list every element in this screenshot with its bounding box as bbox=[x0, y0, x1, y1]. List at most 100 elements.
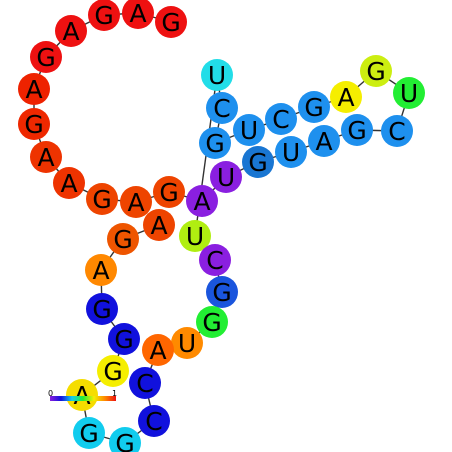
nucleotide-circle bbox=[73, 417, 105, 449]
nucleotide-letter: U bbox=[240, 116, 258, 145]
nucleotide: C bbox=[129, 367, 161, 399]
nucleotide: U bbox=[201, 59, 233, 91]
nucleotide: G bbox=[18, 108, 50, 140]
nucleotide-circle bbox=[393, 77, 425, 109]
nucleotide-circle bbox=[66, 379, 98, 411]
nucleotide-letter: A bbox=[337, 83, 354, 112]
nucleotide-letter: G bbox=[103, 357, 122, 386]
nucleotide-circle bbox=[30, 141, 62, 173]
nucleotide-circle bbox=[242, 146, 274, 178]
nucleotide: G bbox=[86, 293, 118, 325]
nucleotide-circle bbox=[18, 73, 50, 105]
nucleotide-circle bbox=[88, 0, 120, 31]
nucleotide-circle bbox=[233, 114, 265, 146]
nucleotide: U bbox=[210, 161, 242, 193]
nucleotide-letter: C bbox=[136, 369, 153, 398]
nucleotide-circle bbox=[85, 254, 117, 286]
nucleotide-letter: G bbox=[36, 43, 55, 72]
scale-max-label: 1 bbox=[112, 389, 117, 398]
nucleotide-letter: A bbox=[62, 17, 79, 46]
nucleotide-circle bbox=[201, 59, 233, 91]
nucleotide: A bbox=[30, 141, 62, 173]
nucleotide: C bbox=[199, 244, 231, 276]
nucleotide: A bbox=[142, 334, 174, 366]
nucleotide-circle bbox=[153, 176, 185, 208]
scale-min-label: 0 bbox=[48, 389, 53, 398]
nucleotide-letter: U bbox=[400, 79, 418, 108]
nucleotide: G bbox=[153, 176, 185, 208]
nucleotide: A bbox=[18, 73, 50, 105]
nucleotide: U bbox=[393, 77, 425, 109]
nucleotide-circle bbox=[86, 293, 118, 325]
nucleotide-letter: A bbox=[150, 211, 167, 240]
nucleotide-circle bbox=[120, 186, 152, 218]
nucleotide-letter: A bbox=[92, 256, 109, 285]
nucleotide: A bbox=[122, 0, 154, 29]
color-scale-bar bbox=[50, 396, 116, 401]
nucleotide-circle bbox=[122, 0, 154, 29]
nucleotide: G bbox=[196, 306, 228, 338]
nucleotide: G bbox=[199, 127, 231, 159]
nucleotide-letter: A bbox=[60, 169, 77, 198]
nucleotide: G bbox=[360, 55, 392, 87]
nucleotide: A bbox=[55, 15, 87, 47]
nucleotide: G bbox=[298, 91, 330, 123]
nucleotide-letter: G bbox=[202, 308, 221, 337]
nucleotide-letter: U bbox=[282, 138, 300, 167]
nucleotide-circle bbox=[86, 183, 118, 215]
nucleotide-letter: A bbox=[37, 143, 54, 172]
nucleotide-circle bbox=[381, 115, 413, 147]
nucleotide-letter: G bbox=[115, 429, 134, 452]
nucleotide-circle bbox=[206, 276, 238, 308]
nucleotide-letter: U bbox=[178, 329, 196, 358]
nucleotide: G bbox=[86, 183, 118, 215]
nucleotide-letter: U bbox=[208, 61, 226, 90]
nucleotide-circle bbox=[55, 15, 87, 47]
nucleotide-letter: A bbox=[315, 127, 332, 156]
nucleotide-circle bbox=[129, 367, 161, 399]
nucleotide: G bbox=[107, 223, 139, 255]
nucleotide-circle bbox=[53, 167, 85, 199]
nucleotide: U bbox=[275, 136, 307, 168]
nucleotide-circle bbox=[196, 306, 228, 338]
nucleotide: G bbox=[30, 41, 62, 73]
nucleotide-letter: C bbox=[145, 407, 162, 436]
nucleotide: G bbox=[73, 417, 105, 449]
nucleotide-letter: U bbox=[217, 163, 235, 192]
nucleotide-letter: A bbox=[73, 381, 90, 410]
nucleotide: G bbox=[109, 427, 141, 452]
nucleotide-circle bbox=[138, 405, 170, 437]
nucleotide-letter: G bbox=[304, 93, 323, 122]
nucleotide-circle bbox=[18, 108, 50, 140]
nucleotide: G bbox=[97, 355, 129, 387]
nucleotide-letter: A bbox=[129, 0, 146, 28]
nucleotide-letter: G bbox=[79, 419, 98, 448]
nucleotide-letter: G bbox=[92, 295, 111, 324]
nucleotide-circle bbox=[30, 41, 62, 73]
nucleotide-circle bbox=[265, 103, 297, 135]
nucleotide-circle bbox=[206, 92, 238, 124]
nucleotide-letter: A bbox=[25, 75, 42, 104]
color-scale-legend: 0 1 bbox=[48, 389, 117, 401]
nucleotide: A bbox=[53, 167, 85, 199]
nucleotide-letter: G bbox=[248, 148, 267, 177]
nucleotide-circle bbox=[186, 185, 218, 217]
nucleotide: G bbox=[155, 6, 187, 38]
nucleotide: C bbox=[265, 103, 297, 135]
nucleotide-letter: G bbox=[205, 129, 224, 158]
nucleotide-letter: G bbox=[347, 116, 366, 145]
nucleotide-letter: G bbox=[159, 178, 178, 207]
nucleotide-letter: C bbox=[213, 94, 230, 123]
nucleotide-circle bbox=[97, 355, 129, 387]
nucleotide: A bbox=[120, 186, 152, 218]
nucleotide: G bbox=[88, 0, 120, 31]
nucleotide: U bbox=[171, 327, 203, 359]
nucleotide: G bbox=[341, 114, 373, 146]
nucleotide-circle bbox=[179, 220, 211, 252]
nucleotide: G bbox=[108, 323, 140, 355]
nucleotide-letter: G bbox=[113, 225, 132, 254]
nucleotide-circle bbox=[108, 323, 140, 355]
nucleotide: U bbox=[233, 114, 265, 146]
